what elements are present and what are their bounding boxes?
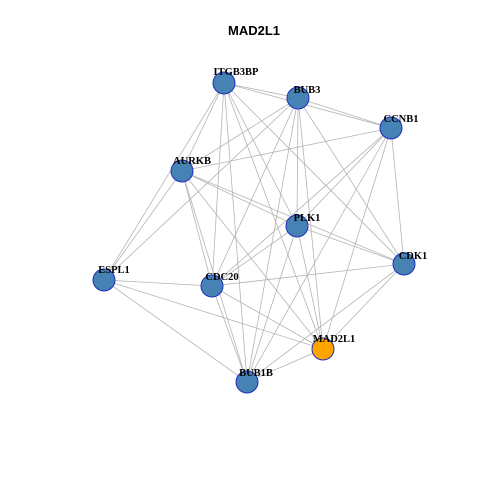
edge-bub3-aurkb xyxy=(181,97,299,172)
edge-aurkb-espl1 xyxy=(103,170,183,281)
node-label-cdc20: CDC20 xyxy=(205,272,238,283)
edge-bub3-espl1 xyxy=(103,97,299,281)
edge-ccnb1-cdk1 xyxy=(390,127,405,265)
node-label-bub3: BUB3 xyxy=(294,85,321,96)
edge-cdk1-cdc20 xyxy=(211,263,405,287)
node-cdc20[interactable] xyxy=(200,274,224,298)
node-label-bub1b: BUB1B xyxy=(239,368,273,379)
node-bub3[interactable] xyxy=(286,86,310,110)
edge-cdc20-bub1b xyxy=(211,285,248,383)
edge-ccnb1-aurkb xyxy=(181,127,392,172)
node-mad2l1[interactable] xyxy=(311,337,335,361)
node-bub1b[interactable] xyxy=(235,370,259,394)
edge-ccnb1-plk1 xyxy=(296,127,392,227)
node-espl1[interactable] xyxy=(92,268,116,292)
edge-itgb3bp-cdk1 xyxy=(223,82,405,265)
node-itgb3bp[interactable] xyxy=(212,71,236,95)
edge-layer xyxy=(103,82,405,383)
edge-bub3-mad2l1 xyxy=(297,97,324,350)
edge-aurkb-mad2l1 xyxy=(181,170,324,350)
edge-aurkb-cdc20 xyxy=(181,170,213,287)
node-cdk1[interactable] xyxy=(392,252,416,276)
edge-plk1-cdk1 xyxy=(296,225,405,265)
edge-itgb3bp-aurkb xyxy=(181,82,225,172)
edge-bub3-cdk1 xyxy=(297,97,405,265)
edge-ccnb1-cdc20 xyxy=(211,127,392,287)
edge-bub3-plk1 xyxy=(296,97,299,227)
node-ccnb1[interactable] xyxy=(379,116,403,140)
edge-espl1-bub1b xyxy=(103,279,248,383)
node-label-espl1: ESPL1 xyxy=(98,265,130,276)
edge-itgb3bp-ccnb1 xyxy=(223,82,392,129)
node-plk1[interactable] xyxy=(285,214,309,238)
edge-bub3-bub1b xyxy=(246,97,299,383)
edge-mad2l1-bub1b xyxy=(246,348,324,383)
edge-espl1-mad2l1 xyxy=(103,279,324,350)
edge-cdk1-bub1b xyxy=(246,263,405,383)
node-label-plk1: PLK1 xyxy=(294,213,321,224)
node-layer xyxy=(92,71,416,394)
edge-cdk1-mad2l1 xyxy=(322,263,405,350)
node-label-mad2l1: MAD2L1 xyxy=(313,334,356,345)
edge-ccnb1-bub1b xyxy=(246,127,392,383)
edge-bub3-cdc20 xyxy=(211,97,299,287)
edge-itgb3bp-bub1b xyxy=(223,82,248,383)
edge-plk1-cdc20 xyxy=(211,225,298,287)
edge-itgb3bp-espl1 xyxy=(103,82,225,281)
edge-itgb3bp-mad2l1 xyxy=(223,82,324,350)
edge-itgb3bp-bub3 xyxy=(223,82,299,99)
edge-bub3-ccnb1 xyxy=(297,97,392,129)
node-label-ccnb1: CCNB1 xyxy=(383,114,418,125)
edge-plk1-bub1b xyxy=(246,225,298,383)
edge-aurkb-plk1 xyxy=(181,170,298,227)
edge-ccnb1-mad2l1 xyxy=(322,127,392,350)
edge-espl1-cdc20 xyxy=(103,279,213,287)
edge-itgb3bp-cdc20 xyxy=(211,82,225,287)
edge-cdc20-mad2l1 xyxy=(211,285,324,350)
graph-title: MAD2L1 xyxy=(228,23,280,38)
node-label-aurkb: AURKB xyxy=(173,156,211,167)
node-label-cdk1: CDK1 xyxy=(399,251,428,262)
node-label-itgb3bp: ITGB3BP xyxy=(214,67,260,78)
node-aurkb[interactable] xyxy=(170,159,194,183)
